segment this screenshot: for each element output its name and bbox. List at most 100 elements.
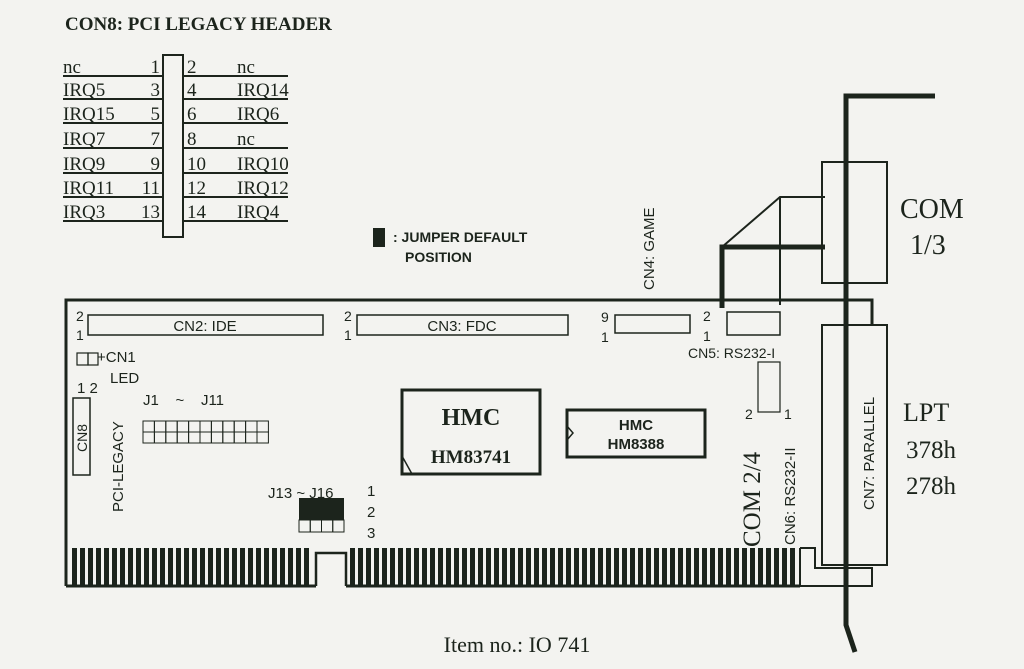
jumper-pin [222, 431, 235, 444]
jumper-pin [309, 519, 322, 533]
cn8-connector [72, 397, 91, 476]
jumper-pin [176, 420, 190, 433]
header-right-label: IRQ10 [237, 154, 289, 175]
header-right-pin: 12 [187, 178, 206, 199]
edge-finger [208, 548, 213, 585]
jumper-legend-swatch [373, 228, 385, 247]
edge-finger [248, 548, 253, 585]
edge-finger [374, 548, 379, 585]
j-pin1: 1 [367, 483, 375, 500]
edge-finger [438, 548, 443, 585]
cn3-pin2: 2 [344, 308, 352, 324]
header-right-label: IRQ6 [237, 104, 279, 125]
edge-connector-fingers [66, 548, 800, 588]
jumper-pin [222, 420, 235, 433]
cn8-label: CN8 [74, 424, 90, 452]
jumper-pin [298, 519, 311, 533]
chip-hm8388 [565, 408, 707, 459]
edge-finger [694, 548, 699, 585]
cn4-pin1: 1 [601, 329, 609, 345]
cn1-pin-a [76, 352, 89, 366]
edge-finger [272, 548, 277, 585]
header-right-label: nc [237, 57, 255, 78]
cn3-fdc-connector [356, 314, 569, 336]
edge-finger [534, 548, 539, 585]
jumper-pin [199, 420, 212, 433]
j-pin3: 3 [367, 525, 375, 542]
edge-finger [96, 548, 101, 585]
edge-finger [790, 548, 795, 585]
edge-finger [128, 548, 133, 585]
edge-finger [686, 548, 691, 585]
jumper-pin [233, 431, 247, 444]
chip-hm8388-notch [566, 425, 574, 441]
board-edge-right [799, 547, 873, 587]
edge-finger [88, 548, 93, 585]
edge-finger [558, 548, 563, 585]
edge-finger [542, 548, 547, 585]
header-right-pin: 2 [187, 57, 197, 78]
led-label: LED [110, 370, 139, 387]
edge-finger [382, 548, 387, 585]
edge-finger [638, 548, 643, 585]
edge-finger [662, 548, 667, 585]
edge-finger [646, 548, 651, 585]
edge-finger [606, 548, 611, 585]
mounting-bracket [843, 93, 935, 653]
edge-finger [240, 548, 245, 585]
jumper-pin [210, 420, 224, 433]
cn4-game-connector [614, 314, 691, 334]
edge-finger [72, 548, 77, 585]
lpt-address-b: 278h [906, 473, 957, 500]
cn6-connector [757, 361, 781, 413]
cn4-label: CN4: GAME [641, 207, 658, 290]
edge-finger [758, 548, 763, 585]
cn6-pin1: 1 [784, 406, 792, 422]
edge-finger [750, 548, 755, 585]
edge-finger [200, 548, 205, 585]
edge-finger [598, 548, 603, 585]
edge-finger [510, 548, 515, 585]
jumper-pin [245, 431, 258, 444]
jumper-pin [142, 431, 155, 444]
j-pin2: 2 [367, 504, 375, 521]
jumper-pin [188, 431, 201, 444]
jumper-pin [165, 420, 178, 433]
com13-label-a: COM [900, 194, 964, 225]
edge-finger [264, 548, 269, 585]
chip-second-brand: HMC [619, 417, 653, 434]
cn3-label: CN3: FDC [427, 318, 496, 335]
com13-connector [821, 161, 888, 284]
edge-finger [192, 548, 197, 585]
edge-finger [216, 548, 221, 585]
cn5-pin2: 2 [703, 308, 711, 324]
edge-finger [518, 548, 523, 585]
cn5-label: CN5: RS232-I [688, 345, 775, 361]
cn3-pin1: 1 [344, 327, 352, 343]
edge-finger [566, 548, 571, 585]
header-right-label: IRQ4 [237, 202, 280, 223]
jumper-pin [199, 431, 212, 444]
edge-finger [406, 548, 411, 585]
cn1-label: +CN1 [97, 349, 136, 366]
edge-finger [670, 548, 675, 585]
edge-finger [782, 548, 787, 585]
header-right-pin: 6 [187, 104, 197, 125]
cn5-pin1: 1 [703, 328, 711, 344]
edge-finger [422, 548, 427, 585]
edge-finger [390, 548, 395, 585]
header-left-label: IRQ15 [63, 104, 115, 125]
jumper-pin [233, 420, 247, 433]
edge-finger [446, 548, 451, 585]
con8-header-body [162, 54, 184, 238]
edge-finger [350, 548, 355, 585]
header-right-label: IRQ12 [237, 178, 289, 199]
cn5-connector [726, 311, 781, 336]
jumper-pin [321, 519, 334, 533]
edge-finger [574, 548, 579, 585]
